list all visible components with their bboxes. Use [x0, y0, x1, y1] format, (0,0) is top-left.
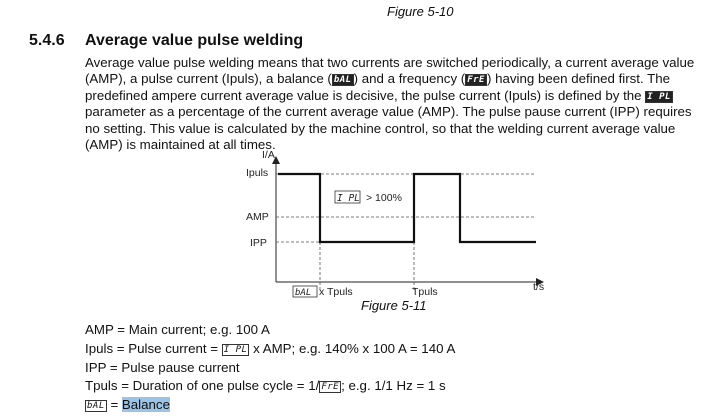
legend-tpuls: Tpuls = Duration of one pulse cycle = 1/… — [85, 378, 446, 393]
paragraph-text: ) having been defined first. The — [486, 71, 671, 87]
paragraph-line: Average value pulse welding means that t… — [85, 55, 695, 70]
legend-text: Tpuls = Duration of one pulse cycle = 1/ — [85, 378, 320, 393]
legend-text: = — [106, 397, 122, 412]
pulse-waveform — [278, 172, 536, 244]
legend-ipp: IPP = Pulse pause current — [85, 360, 240, 375]
figure-caption-top: Figure 5-10 — [387, 4, 454, 19]
legend-text: x AMP; e.g. 140% x 100 A = 140 A — [249, 341, 456, 356]
paragraph-text: predefined ampere current average value … — [85, 87, 646, 103]
bal-tick-code: bAL — [295, 288, 311, 298]
legend-amp: AMP = Main current; e.g. 100 A — [85, 322, 270, 337]
x-tick-label-2: Tpuls — [412, 286, 438, 298]
frequency-code-icon: FrE — [319, 381, 342, 393]
section-number: 5.4.6 — [29, 32, 65, 49]
level-label-ipuls: Ipuls — [246, 167, 268, 179]
paragraph-line: (AMP) is maintained at all times. — [85, 137, 276, 153]
ipl-note-box — [334, 190, 361, 204]
balance-code-icon: bAL — [331, 74, 354, 87]
level-label-amp: AMP — [246, 211, 269, 223]
legend-text: ; e.g. 1/1 Hz = 1 s — [341, 378, 446, 393]
paragraph-line: no setting. This value is calculated by … — [85, 120, 676, 136]
legend-text: Ipuls = Pulse current = — [85, 341, 222, 356]
balance-code-icon: bAL — [85, 400, 107, 412]
y-axis-label: I/A — [262, 149, 275, 161]
paragraph-text: (AMP), a pulse current (Ipuls), a balanc… — [85, 71, 332, 87]
frequency-code-icon: FrE — [465, 74, 487, 87]
ipl-code-icon: I PL — [645, 90, 673, 103]
paragraph-line: parameter as a percentage of the current… — [85, 104, 692, 120]
level-label-ipp: IPP — [250, 237, 267, 249]
legend-ipuls: Ipuls = Pulse current = I PL x AMP; e.g.… — [85, 341, 455, 356]
ipl-note-text: > 100% — [366, 192, 402, 204]
paragraph-line: (AMP), a pulse current (Ipuls), a balanc… — [85, 71, 705, 87]
balance-highlight: Balance — [121, 397, 170, 412]
body-paragraph: Average value pulse welding means that t… — [85, 55, 705, 153]
paragraph-text: ) and a frequency ( — [353, 71, 466, 87]
figure-caption-bottom: Figure 5-11 — [361, 298, 427, 313]
section-title: Average value pulse welding — [85, 32, 304, 49]
x-axis-label: t/s — [533, 281, 544, 293]
paragraph-line: predefined ampere current average value … — [85, 88, 705, 104]
bal-tick-box — [292, 285, 318, 298]
ipl-code-icon: I PL — [221, 344, 250, 356]
legend-balance: bAL = Balance — [85, 397, 170, 412]
ipl-note-code: I PL — [337, 193, 360, 204]
x-tick-label-1: x Tpuls — [319, 286, 353, 298]
